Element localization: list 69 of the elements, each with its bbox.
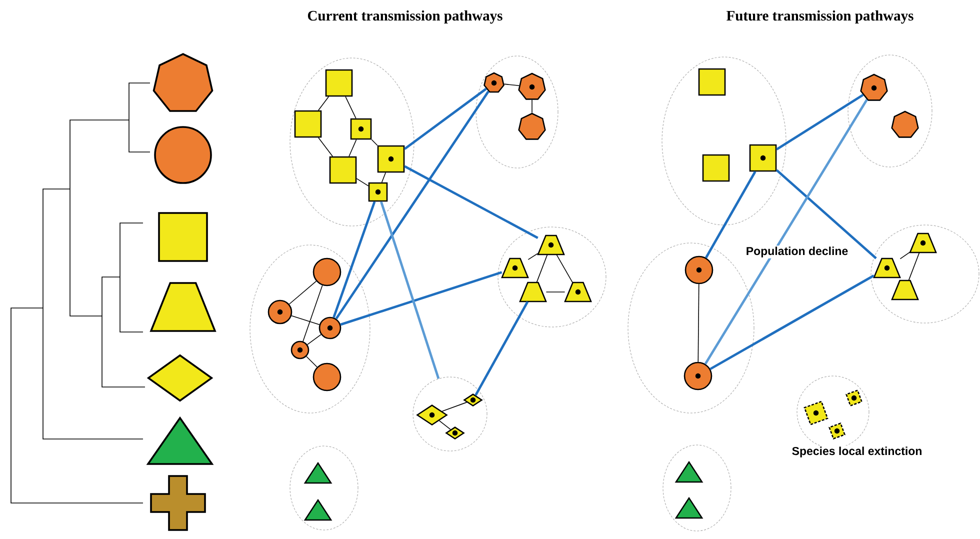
heptagon-symbol xyxy=(518,72,546,100)
square-symbol xyxy=(368,182,388,202)
link-line xyxy=(556,254,573,283)
transmission-line xyxy=(776,169,877,260)
circle-symbol xyxy=(684,362,712,390)
annotation: Population decline xyxy=(744,246,850,258)
transmission-line xyxy=(710,274,874,370)
link-line xyxy=(302,284,323,342)
link-line xyxy=(900,252,910,260)
trapezoid-symbol xyxy=(909,232,937,254)
trapezoid-symbol xyxy=(519,282,547,302)
trapezoid-symbol xyxy=(537,234,565,256)
square-symbol xyxy=(325,69,353,97)
panel-heading: Current transmission pathways xyxy=(308,10,502,24)
circle-symbol xyxy=(312,258,342,286)
link-line xyxy=(318,137,334,157)
circle-symbol xyxy=(290,340,310,360)
link-line xyxy=(345,96,356,119)
heptagon-symbol xyxy=(860,74,888,101)
link-line xyxy=(438,420,451,430)
panel-heading: Future transmission pathways xyxy=(726,10,914,24)
square-symbol xyxy=(702,154,730,182)
transmission-line xyxy=(776,94,864,150)
heptagon-symbol xyxy=(484,72,504,93)
link-line xyxy=(288,280,317,305)
link-line xyxy=(371,139,378,146)
link-line xyxy=(356,178,369,186)
transmission-line xyxy=(704,171,756,258)
square-symbol xyxy=(158,212,208,262)
square-symbol xyxy=(698,68,726,96)
circle-symbol xyxy=(268,300,292,324)
square-symbol xyxy=(329,156,357,184)
circle-symbol xyxy=(318,316,342,340)
trapezoid-symbol xyxy=(891,280,919,300)
transmission-line xyxy=(335,90,490,320)
transmission-line xyxy=(404,88,487,150)
square-symbol xyxy=(377,145,405,173)
annotation: Species local extinction xyxy=(790,446,924,458)
circle-symbol xyxy=(684,256,714,284)
link-line xyxy=(536,254,548,283)
link-line xyxy=(306,356,318,368)
link-line xyxy=(291,315,320,325)
link-line xyxy=(348,139,357,157)
transmission-line xyxy=(404,165,538,239)
link-line xyxy=(698,284,700,362)
trapezoid-symbol xyxy=(873,258,901,278)
transmission-line xyxy=(332,201,376,318)
cross-symbol xyxy=(150,475,206,531)
transmission-line xyxy=(380,201,440,379)
trapezoid-symbol xyxy=(501,258,529,278)
square-symbol xyxy=(294,110,322,138)
heptagon-symbol xyxy=(891,110,919,138)
heptagon-symbol xyxy=(152,53,214,112)
circle-symbol xyxy=(154,126,212,184)
trapezoid-symbol xyxy=(564,282,592,302)
link-line xyxy=(442,402,468,412)
square-symbol xyxy=(749,144,777,172)
square-symbol xyxy=(350,118,372,140)
link-line xyxy=(528,253,538,260)
transmission-line xyxy=(340,271,502,326)
transmission-line xyxy=(474,301,529,396)
link-line xyxy=(318,96,330,111)
transmission-line xyxy=(704,99,868,365)
link-line xyxy=(306,334,322,345)
link-line xyxy=(504,84,520,86)
link-line xyxy=(908,252,920,281)
link-line xyxy=(381,172,386,183)
heptagon-symbol xyxy=(518,112,546,140)
circle-symbol xyxy=(312,362,342,392)
